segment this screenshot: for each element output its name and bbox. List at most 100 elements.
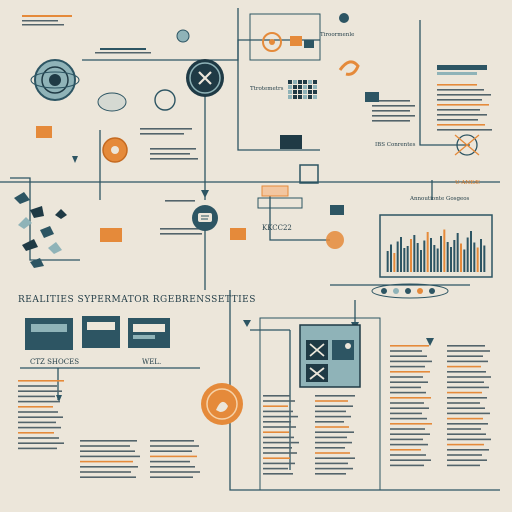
orange-disk <box>201 383 243 425</box>
text-strip <box>160 228 210 230</box>
grid-cell <box>308 90 312 94</box>
text-strip <box>18 395 55 398</box>
orange-box <box>261 185 289 197</box>
orange-burst <box>454 134 480 156</box>
text-strip <box>447 459 487 461</box>
left-scatter-cluster <box>14 192 67 268</box>
scatter-shape <box>40 226 54 238</box>
screen-card-inner <box>133 335 155 339</box>
dark-tile <box>365 92 379 102</box>
text-strip <box>437 104 489 106</box>
grid-cell <box>308 85 312 89</box>
text-strip <box>390 459 431 461</box>
text-strip <box>263 436 294 439</box>
node-oval <box>97 92 127 112</box>
text-strip <box>390 407 429 409</box>
target-icon <box>262 32 282 52</box>
bar-chart-panel <box>379 214 493 278</box>
right-cluster <box>280 92 480 156</box>
grid-cell <box>308 95 312 99</box>
text-strip <box>315 400 348 402</box>
tile <box>304 40 314 48</box>
text-strip <box>263 447 292 449</box>
text-strip <box>315 395 355 397</box>
chart-bar <box>416 243 419 272</box>
chart-bar <box>406 246 409 272</box>
text-strip <box>447 433 486 435</box>
grid-cell <box>303 95 307 99</box>
text-strip <box>447 417 483 420</box>
text-strip <box>150 148 196 150</box>
chart-bar <box>453 240 456 272</box>
chart-bar <box>460 243 462 272</box>
grid-cell <box>293 90 297 94</box>
text-strip <box>447 438 491 441</box>
text-strip <box>390 423 432 425</box>
xbox-cell <box>332 340 354 360</box>
scatter-shape <box>55 209 67 219</box>
network-icon <box>154 89 176 111</box>
screen-card-inner <box>87 322 115 330</box>
text-strip <box>140 133 184 135</box>
connector-bottom <box>229 290 500 491</box>
grid-cell <box>288 90 292 94</box>
text-strip <box>315 415 351 418</box>
text-strip <box>447 360 488 363</box>
text-strip <box>447 454 482 456</box>
target-center <box>269 39 275 45</box>
chart-bar <box>476 247 479 272</box>
scatter-shape <box>14 192 30 204</box>
text-strip <box>18 447 57 450</box>
text-strip <box>263 431 289 433</box>
chat-icon <box>192 205 218 231</box>
screen-card <box>25 318 73 350</box>
top-right-cluster <box>249 13 360 76</box>
label-top-right: Tiroormenle <box>320 32 355 38</box>
text-strip <box>447 407 485 409</box>
text-strip <box>390 449 421 451</box>
text-strip <box>263 395 290 397</box>
text-strip <box>437 99 482 101</box>
globe-icon <box>30 59 80 101</box>
text-strip <box>80 455 140 458</box>
grid-cell <box>313 80 317 84</box>
text-strip <box>18 411 58 413</box>
text-strip <box>390 345 429 347</box>
grid-cell <box>313 95 317 99</box>
chart-bar <box>473 242 476 272</box>
scatter-shape <box>22 239 38 251</box>
text-strip <box>390 443 428 446</box>
connector-left-box <box>10 177 80 261</box>
text-strip <box>390 464 424 467</box>
grid-cell <box>293 95 297 99</box>
text-strip <box>447 350 490 352</box>
text-strip <box>150 450 192 452</box>
panel-bar <box>437 72 477 75</box>
text-strip <box>447 423 488 425</box>
text-strip <box>80 471 131 473</box>
text-strip <box>18 437 59 439</box>
screen-cards <box>25 316 170 350</box>
chart-bar <box>443 229 446 272</box>
text-strip <box>150 471 200 473</box>
text-strip <box>437 129 492 131</box>
text-strip <box>263 400 295 402</box>
chart-bar <box>436 248 439 272</box>
text-strip <box>150 476 193 478</box>
arrow-head <box>426 338 434 346</box>
chart-bar <box>483 245 486 272</box>
chart-bar <box>410 239 412 272</box>
text-strip <box>447 464 480 467</box>
chart-bar <box>423 240 426 272</box>
text-strip <box>150 455 197 458</box>
grid-cell <box>298 85 302 89</box>
chat-icon-lines <box>201 215 209 220</box>
text-strip <box>390 371 430 373</box>
dot <box>417 288 423 294</box>
scatter-shape <box>30 206 44 218</box>
orange-tile <box>230 228 246 240</box>
close-icon-ring <box>189 62 221 94</box>
text-strip <box>140 128 192 130</box>
text-strip <box>447 371 486 373</box>
